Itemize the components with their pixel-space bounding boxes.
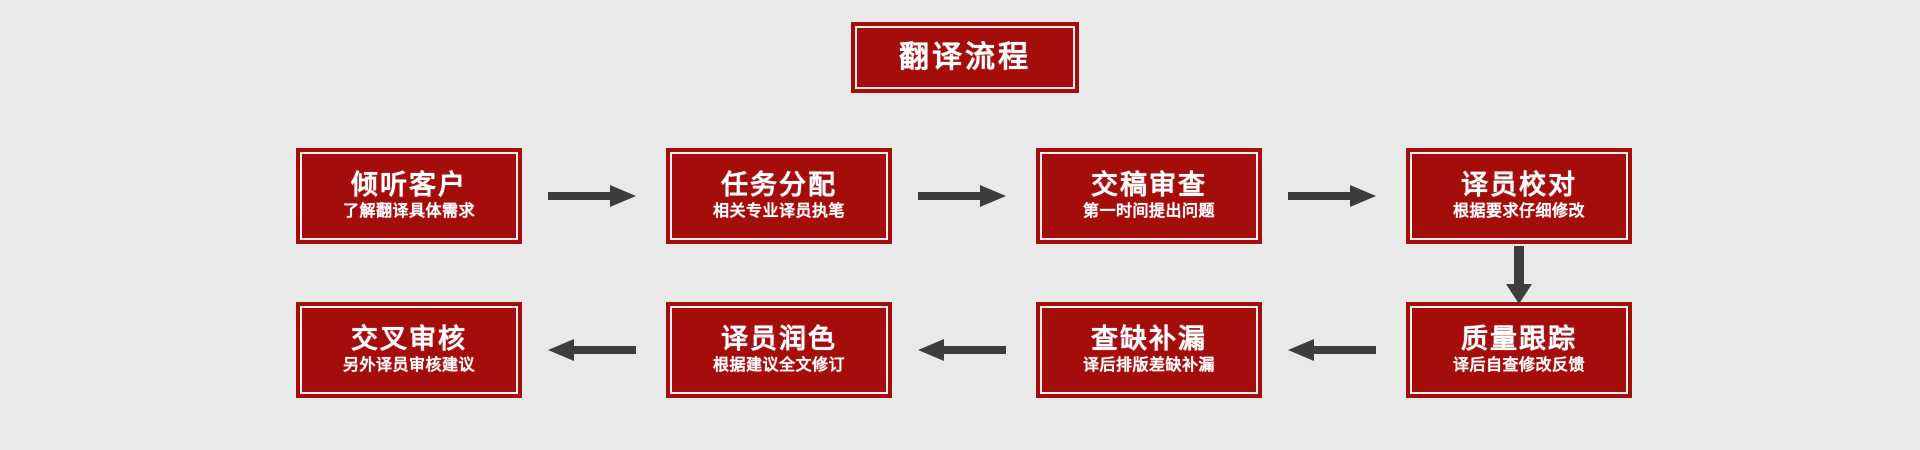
flow-node-step-5-subtitle: 译后自查修改反馈 bbox=[1452, 355, 1585, 375]
flow-node-step-2-subtitle: 相关专业译员执笔 bbox=[712, 201, 845, 221]
flow-node-step-7-inner: 译员润色 根据建议全文修订 bbox=[670, 306, 888, 394]
arrow-left-icon bbox=[918, 337, 1006, 363]
flow-node-step-3: 交稿审查 第一时间提出问题 bbox=[1036, 148, 1262, 244]
diagram-title-box: 翻译流程 bbox=[851, 22, 1079, 93]
arrow-right-icon bbox=[918, 183, 1006, 209]
flow-node-step-1-inner: 倾听客户 了解翻译具体需求 bbox=[300, 152, 518, 240]
flow-node-step-4: 译员校对 根据要求仔细修改 bbox=[1406, 148, 1632, 244]
flow-node-step-7-subtitle: 根据建议全文修订 bbox=[712, 355, 845, 375]
flow-node-step-7: 译员润色 根据建议全文修订 bbox=[666, 302, 892, 398]
arrow-left-icon bbox=[548, 337, 636, 363]
arrow-down-icon bbox=[1504, 246, 1534, 304]
flow-node-step-6-inner: 查缺补漏 译后排版差缺补漏 bbox=[1040, 306, 1258, 394]
flow-node-step-6: 查缺补漏 译后排版差缺补漏 bbox=[1036, 302, 1262, 398]
flow-node-step-8: 交叉审核 另外译员审核建议 bbox=[296, 302, 522, 398]
flow-node-step-6-title: 查缺补漏 bbox=[1091, 323, 1207, 355]
flow-node-step-4-inner: 译员校对 根据要求仔细修改 bbox=[1410, 152, 1628, 240]
flow-node-step-2-title: 任务分配 bbox=[721, 169, 837, 201]
flow-node-step-8-inner: 交叉审核 另外译员审核建议 bbox=[300, 306, 518, 394]
arrow-left-icon bbox=[1288, 337, 1376, 363]
diagram-title-box-inner: 翻译流程 bbox=[855, 26, 1075, 89]
flow-node-step-3-title: 交稿审查 bbox=[1091, 169, 1207, 201]
diagram-title-text: 翻译流程 bbox=[899, 39, 1031, 75]
flow-node-step-3-subtitle: 第一时间提出问题 bbox=[1082, 201, 1215, 221]
flow-node-step-8-title: 交叉审核 bbox=[351, 323, 467, 355]
flow-node-step-1-subtitle: 了解翻译具体需求 bbox=[342, 201, 475, 221]
flow-node-step-4-title: 译员校对 bbox=[1461, 169, 1577, 201]
flow-node-step-2-inner: 任务分配 相关专业译员执笔 bbox=[670, 152, 888, 240]
arrow-right-icon bbox=[1288, 183, 1376, 209]
flow-node-step-4-subtitle: 根据要求仔细修改 bbox=[1452, 201, 1585, 221]
flow-node-step-3-inner: 交稿审查 第一时间提出问题 bbox=[1040, 152, 1258, 240]
flow-node-step-5-inner: 质量跟踪 译后自查修改反馈 bbox=[1410, 306, 1628, 394]
flow-node-step-8-subtitle: 另外译员审核建议 bbox=[342, 355, 475, 375]
flow-node-step-1: 倾听客户 了解翻译具体需求 bbox=[296, 148, 522, 244]
flow-node-step-5-title: 质量跟踪 bbox=[1461, 323, 1577, 355]
flow-node-step-5: 质量跟踪 译后自查修改反馈 bbox=[1406, 302, 1632, 398]
flow-node-step-1-title: 倾听客户 bbox=[351, 169, 467, 201]
flow-node-step-2: 任务分配 相关专业译员执笔 bbox=[666, 148, 892, 244]
flow-node-step-6-subtitle: 译后排版差缺补漏 bbox=[1082, 355, 1215, 375]
flow-node-step-7-title: 译员润色 bbox=[721, 323, 837, 355]
arrow-right-icon bbox=[548, 183, 636, 209]
